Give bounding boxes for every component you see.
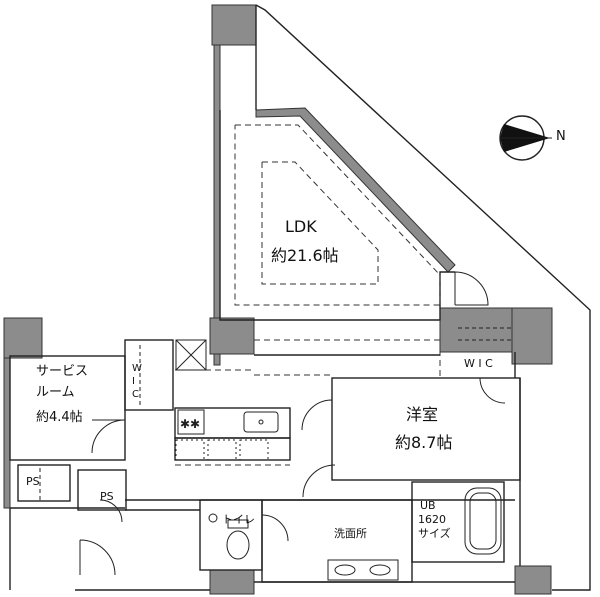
ldk-size: 約21.6帖 (271, 246, 339, 265)
western-name: 洋室 (406, 405, 439, 424)
wic-left-label: W I C (132, 363, 142, 400)
door-washroom (302, 464, 336, 498)
ub-label-line1: UB (420, 499, 436, 512)
wall-bottom-left (209, 569, 255, 595)
ub-label-line2: 1620 (418, 513, 446, 526)
balcony-outline (255, 4, 591, 591)
kitchen-fixtures: ✱✱ (175, 339, 279, 461)
door-service (91, 419, 126, 454)
service-size: 約4.4帖 (36, 410, 83, 425)
toilet-icon (226, 530, 250, 560)
wall-column-right (439, 307, 513, 353)
service-name-line2: ルーム (36, 385, 75, 400)
ldk-name: LDK (285, 217, 317, 236)
washbasin-icon (327, 559, 399, 581)
doors (79, 271, 506, 576)
bathtub-icon (464, 487, 502, 555)
stove-icon (177, 409, 205, 435)
ps-left-box (17, 464, 71, 502)
ps-right-label: PS (100, 490, 114, 503)
ps-left-label: PS (26, 475, 40, 488)
western-room-outline (331, 377, 521, 481)
closet-shelves (39, 327, 521, 500)
kitchen-island (174, 437, 291, 461)
door-toilet (261, 514, 289, 542)
wall-column-mid (209, 317, 255, 355)
toilet-outline (199, 499, 263, 571)
ps-right-box (77, 469, 127, 511)
door-western-wic (479, 377, 506, 404)
door-entrance (79, 539, 116, 576)
door-ps (99, 499, 123, 523)
toilet-label: トイレ (222, 513, 255, 526)
stove-burners: ✱✱ (180, 417, 200, 431)
door-ldk-balcony (454, 271, 489, 306)
wall-bottom-right (514, 565, 552, 595)
bath-outline (411, 481, 505, 563)
wic-left-outline (124, 339, 174, 411)
washroom-label: 洗面所 (334, 527, 367, 540)
wall-top-column (211, 4, 257, 46)
wall-left-side (3, 357, 11, 509)
compass-icon (499, 115, 552, 161)
wic-right-label: W I C (464, 357, 493, 370)
outlines (9, 4, 591, 591)
wall-right-edge (511, 307, 553, 365)
fridge-space (175, 339, 207, 371)
sink-icon (243, 411, 279, 433)
compass-north-label: N (556, 129, 566, 144)
service-name-line1: サービス (36, 364, 89, 379)
western-size: 約8.7帖 (395, 433, 453, 452)
ub-label-line3: サイズ (418, 527, 451, 540)
wall-ldk-left (213, 44, 221, 366)
wall-column-left (3, 317, 43, 359)
door-western (301, 399, 333, 431)
bath-fixtures (208, 487, 502, 581)
